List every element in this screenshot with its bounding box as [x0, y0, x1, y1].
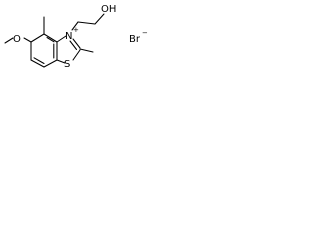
- bond-ring-c5-c4: [30, 33, 45, 43]
- hydroxyl-label: OH: [101, 4, 116, 15]
- bond-ring-c7a-c7: [43, 59, 58, 68]
- bond-ring-c7-c6: [30, 59, 45, 68]
- bond-c3a-n: [56, 35, 67, 43]
- sulfur-atom-label: S: [64, 59, 70, 70]
- methoxy-oxygen-label: O: [13, 34, 21, 45]
- benzothiazolium-structure-diagram: S N + O OH Br −: [4, 4, 148, 70]
- bond-s-c7a: [56, 59, 66, 64]
- bond-n-c2: [72, 38, 81, 49]
- bond-n-ch2: [71, 21, 79, 31]
- bond-ch2-ch2: [77, 21, 96, 25]
- bond-inner-double-1: [33, 57, 45, 65]
- bond-ch2-oh: [94, 13, 105, 25]
- nitrogen-charge-label: +: [73, 26, 79, 34]
- bond-c2-n-double: [69, 40, 78, 51]
- bond-c5-o: [23, 37, 32, 43]
- bond-ring-c4-c3a: [43, 33, 58, 43]
- bromide-charge-label: −: [142, 29, 148, 37]
- bond-o-methyl: [4, 37, 14, 44]
- bond-c2-s: [72, 49, 81, 61]
- bond-inner-double-2: [46, 36, 55, 43]
- bond-c2-methyl: [79, 48, 94, 53]
- bromide-counterion-label: Br: [129, 34, 141, 45]
- nitrogen-atom-label: N: [65, 31, 72, 42]
